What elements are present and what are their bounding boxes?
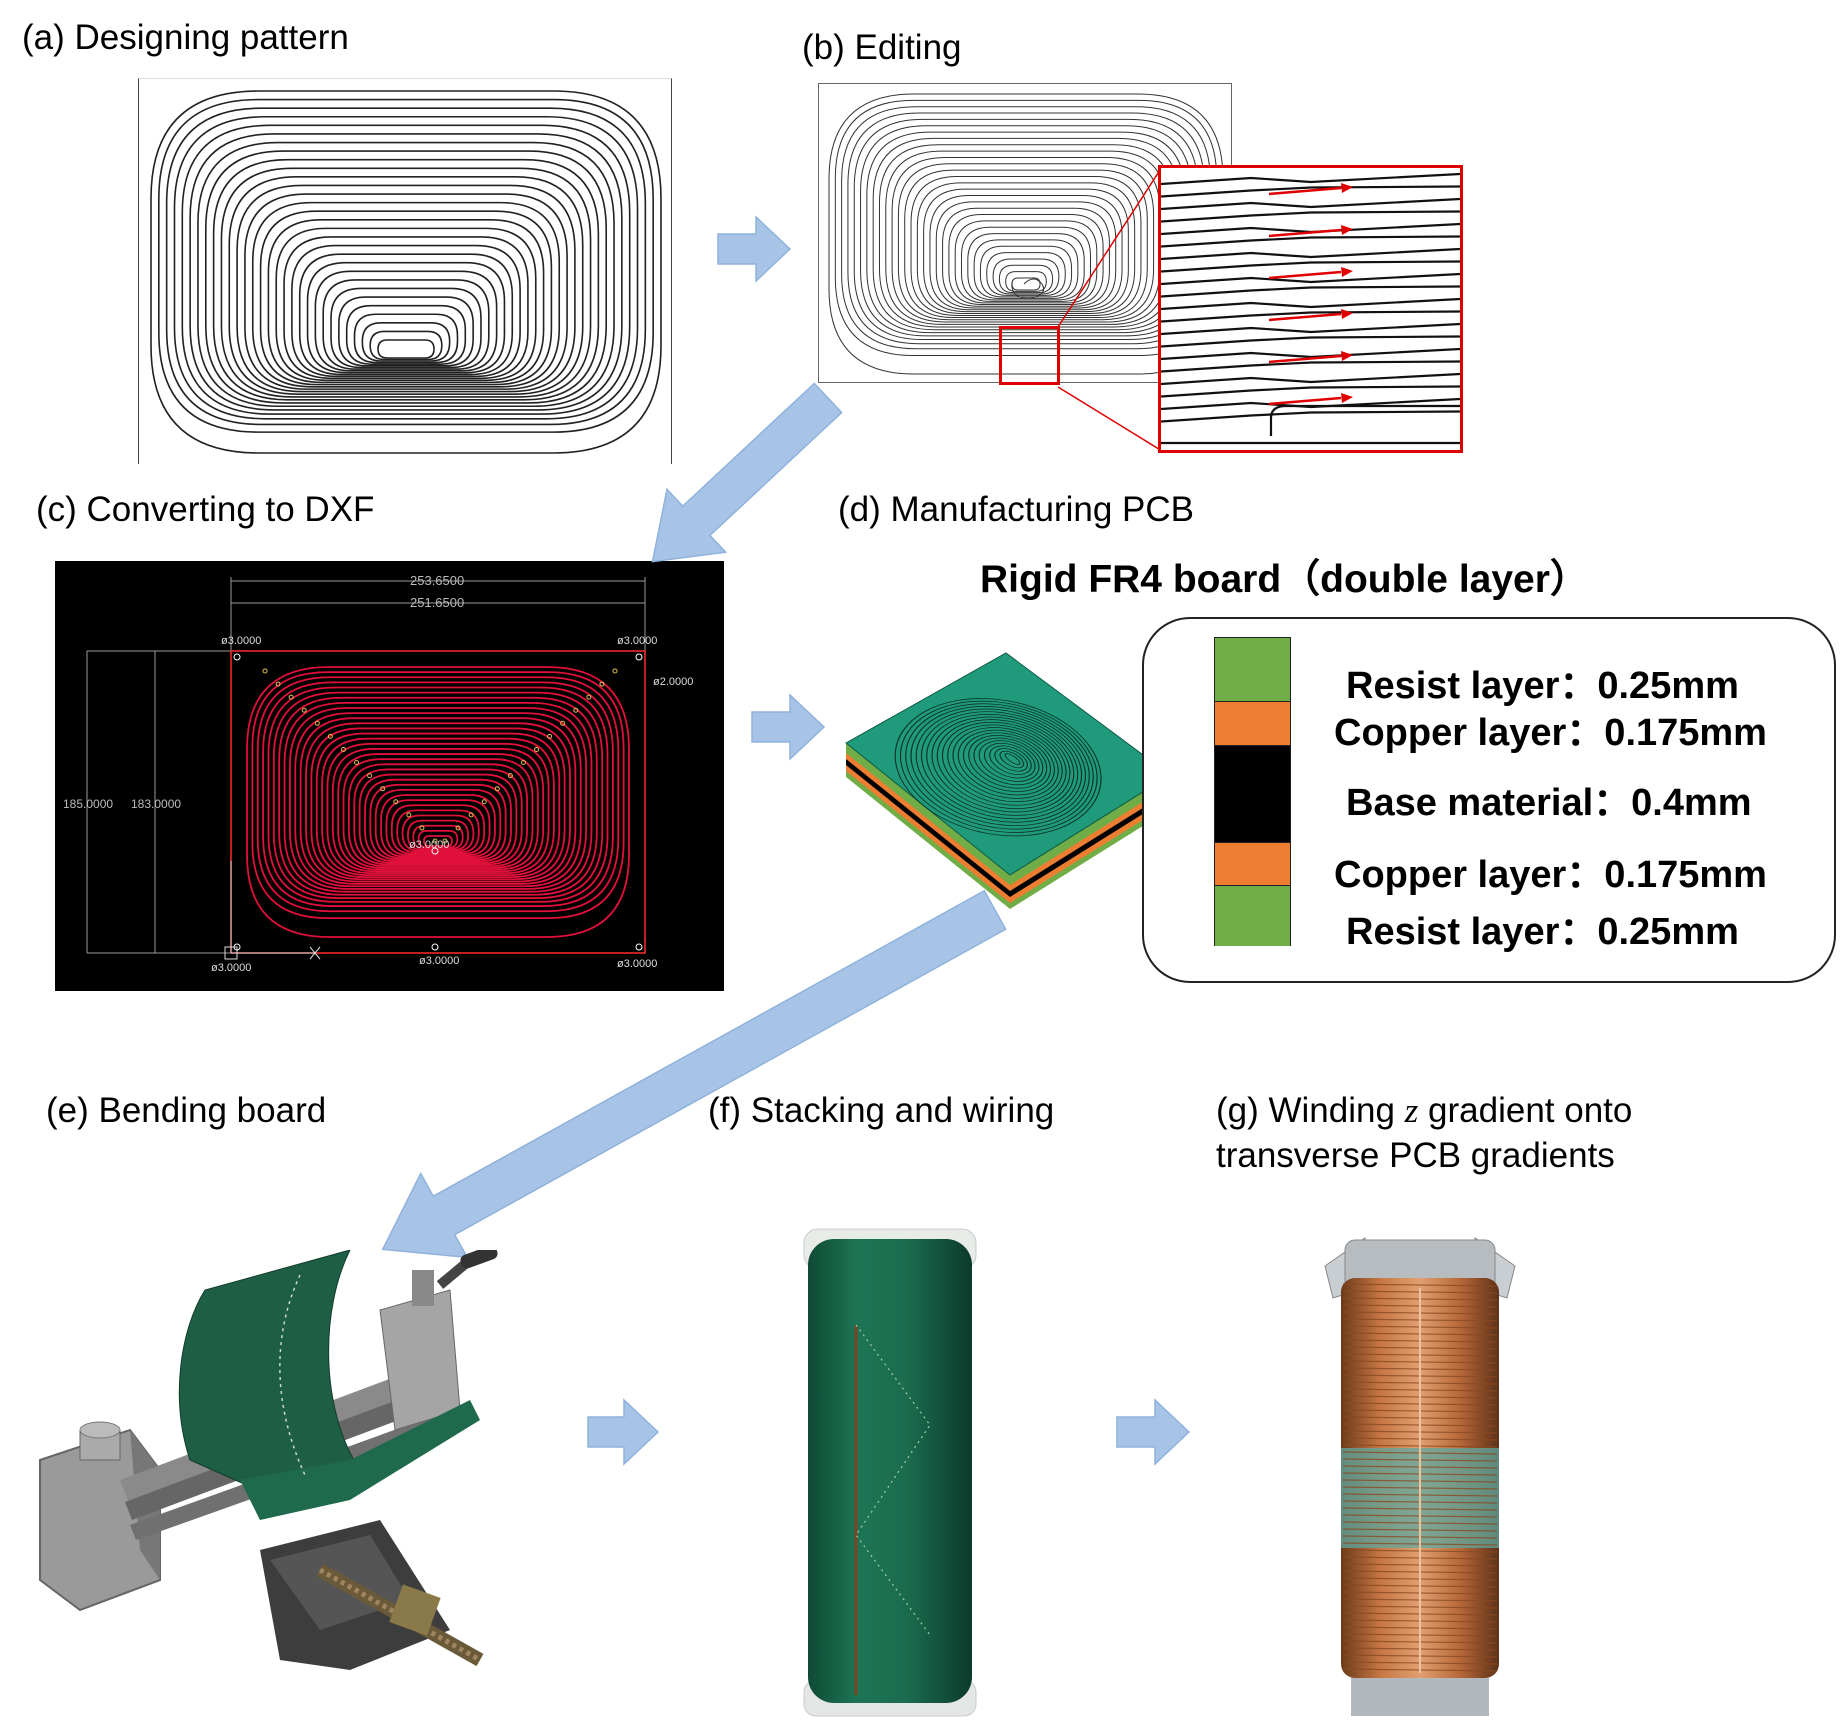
dxf-screen: 253.6500 251.6500 185.0000 183.0000 ø3.0… [55, 561, 724, 991]
panel-c-label: (c) Converting to DXF [36, 490, 375, 529]
panel-f-label: (f) Stacking and wiring [708, 1091, 1055, 1130]
layer-resist-top [1215, 638, 1290, 702]
zoom-inset [1158, 165, 1463, 453]
dxf-hole-tr: ø3.0000 [617, 635, 658, 647]
designed-coil-pattern [150, 90, 662, 454]
zoom-connector-lines [1057, 166, 1163, 452]
pcb-board-3d [845, 652, 1160, 909]
zoom-source-box [999, 326, 1060, 385]
layer-text-5: Resist layer：0.25mm [1346, 911, 1739, 953]
dxf-hole-side: ø2.0000 [653, 676, 694, 688]
panel-b-label: (b) Editing [802, 28, 962, 67]
dxf-outer-width: 253.6500 [410, 573, 465, 588]
dxf-hole-br: ø3.0000 [617, 958, 658, 970]
layer-text-2: Copper layer：0.175mm [1334, 712, 1767, 754]
panel-d-label: (d) Manufacturing PCB [838, 490, 1194, 529]
stacked-cylinder-photo [803, 1228, 977, 1717]
layer-text-3: Base material：0.4mm [1346, 782, 1752, 824]
layer-base [1215, 746, 1290, 842]
panel-e-label: (e) Bending board [46, 1091, 327, 1130]
pattern-frame-a [138, 78, 672, 464]
layer-stack-bar [1214, 637, 1291, 946]
layer-resist-bottom [1215, 886, 1290, 946]
dxf-hole-bl: ø3.0000 [211, 962, 252, 974]
zoomed-trace-detail [1161, 172, 1460, 445]
dxf-inner-width: 251.6500 [410, 595, 465, 610]
panel-a-label: (a) Designing pattern [22, 18, 349, 57]
dxf-hole-center: ø3.0000 [409, 839, 450, 851]
panel-g-label-line2: transverse PCB gradients [1216, 1136, 1615, 1175]
dxf-outer-height: 185.0000 [63, 797, 114, 811]
z-variable: z [1404, 1091, 1419, 1130]
layer-text-4: Copper layer：0.175mm [1334, 854, 1767, 896]
panel-g-label: (g) Winding z gradient onto [1216, 1091, 1633, 1130]
dxf-hole-bm: ø3.0000 [419, 955, 460, 967]
layer-copper-bottom [1215, 842, 1290, 886]
pcb-board-title: Rigid FR4 board（double layer） [980, 558, 1589, 601]
dxf-drawing [86, 577, 646, 960]
layer-text-1: Resist layer：0.25mm [1346, 665, 1739, 707]
layer-copper-top [1215, 702, 1290, 746]
dxf-hole-tl: ø3.0000 [221, 635, 262, 647]
dxf-inner-height: 183.0000 [131, 797, 182, 811]
bending-machine-photo [39, 1250, 498, 1670]
wound-gradient-photo [1324, 1237, 1516, 1716]
